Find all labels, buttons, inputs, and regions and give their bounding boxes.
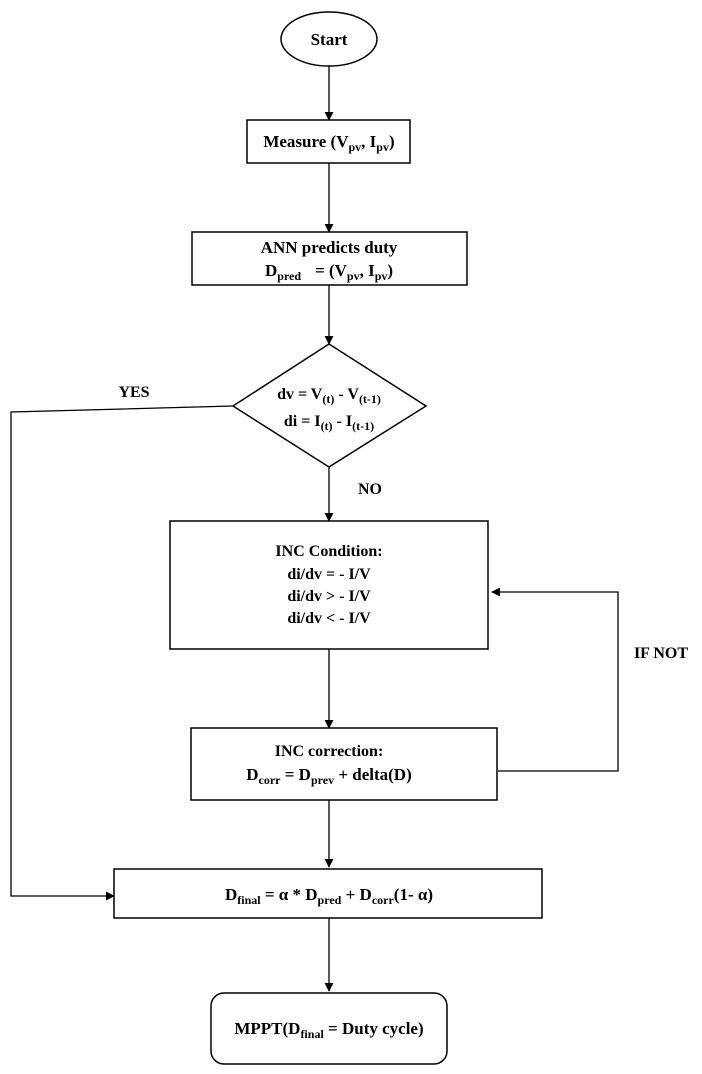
inc-condition-line: di/dv = - I/V [287,566,371,583]
final-formula: Dfinal = α * Dpred + Dcorr(1- α) [225,885,433,907]
measure-text: Measure (Vpv, Ipv) [263,132,394,154]
inc-condition-line: di/dv > - I/V [287,588,371,605]
final-node: Dfinal = α * Dpred + Dcorr(1- α) [113,868,543,919]
decision-node: dv = V(t) - V(t-1) di = I(t) - I(t-1) [231,343,428,468]
measure-node: Measure (Vpv, Ipv) [246,119,411,164]
yes-label: YES [118,384,149,401]
start-node: Start [280,11,378,67]
ann-line2: Dpred= (Vpv, Ipv) [265,261,393,283]
connectors [10,66,619,992]
arrow-if-not-loop [491,587,619,772]
mppt-text: MPPT(Dfinal = Duty cycle) [234,1019,423,1041]
start-label: Start [311,30,348,49]
inc-condition-node: INC Condition: di/dv = - I/V di/dv > - I… [169,520,489,650]
if-not-label: IF NOT [634,645,688,662]
decision-line2: di = I(t) - I(t-1) [284,413,374,433]
inc-condition-title: INC Condition: [275,543,382,560]
inc-correction-formula: Dcorr = Dprev + delta(D) [246,765,412,787]
arrow-decision-yes [10,405,234,901]
no-label: NO [358,481,382,498]
ann-line1: ANN predicts duty [261,238,398,257]
inc-condition-line: di/dv < - I/V [287,610,371,627]
inc-correction-node: INC correction: Dcorr = Dprev + delta(D) [190,727,498,801]
ann-node: ANN predicts duty Dpred= (Vpv, Ipv) [191,231,468,286]
inc-correction-title: INC correction: [275,743,384,760]
mppt-node: MPPT(Dfinal = Duty cycle) [210,992,448,1065]
decision-line1: dv = V(t) - V(t-1) [277,386,381,406]
